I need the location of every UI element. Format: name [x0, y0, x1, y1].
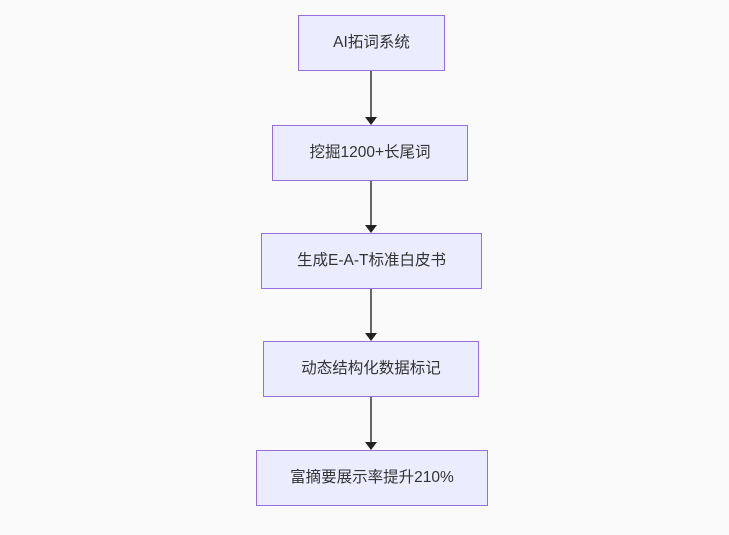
- flow-node-eat-whitepaper: 生成E-A-T标准白皮书: [261, 233, 482, 289]
- flow-arrow-a-to-b: [364, 71, 378, 125]
- arrow-line: [370, 397, 372, 442]
- arrow-line: [370, 181, 372, 225]
- flow-arrow-b-to-c: [364, 181, 378, 233]
- flow-node-longtail-mining: 挖掘1200+长尾词: [272, 125, 468, 181]
- flow-node-rich-snippet-result: 富摘要展示率提升210%: [256, 450, 488, 506]
- arrow-head-icon: [365, 225, 377, 233]
- flow-node-ai-keyword-system: AI拓词系统: [298, 15, 445, 71]
- flow-arrow-c-to-d: [364, 289, 378, 341]
- arrow-head-icon: [365, 442, 377, 450]
- flow-arrow-d-to-e: [364, 397, 378, 450]
- arrow-head-icon: [365, 333, 377, 341]
- arrow-head-icon: [365, 117, 377, 125]
- flow-node-structured-data: 动态结构化数据标记: [263, 341, 479, 397]
- arrow-line: [370, 289, 372, 333]
- arrow-line: [370, 71, 372, 117]
